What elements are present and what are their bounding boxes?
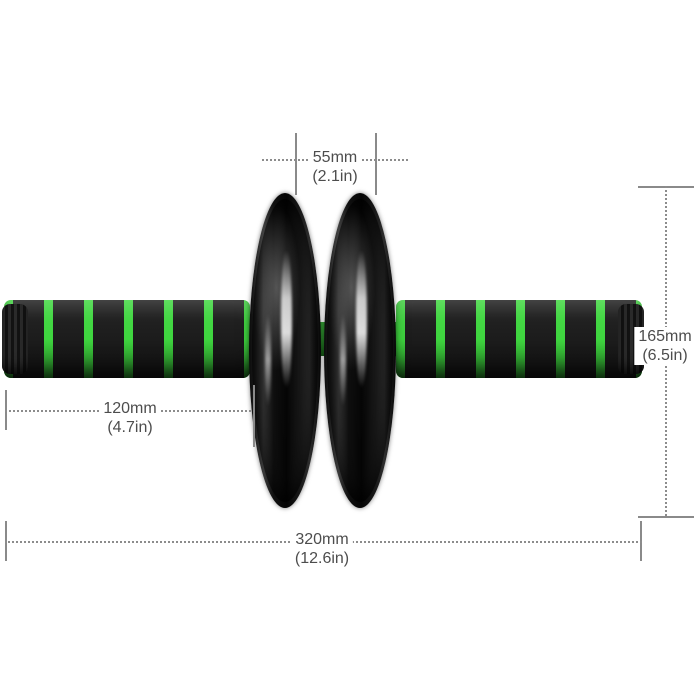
dim-tick-165mm-bottom — [638, 516, 694, 518]
dim-label-165mm: 165mm (6.5in) — [634, 327, 696, 365]
foam-grip-left — [4, 300, 250, 378]
dim-value-320mm-imperial: (12.6in) — [294, 550, 350, 567]
end-cap-left — [2, 304, 28, 374]
dim-value-165mm-metric: 165mm — [638, 328, 692, 345]
wheel-left-highlight-secondary — [264, 312, 272, 408]
wheel-right — [324, 193, 396, 508]
dim-value-320mm-metric: 320mm — [295, 531, 349, 548]
dim-label-55mm: 55mm (2.1in) — [308, 148, 362, 186]
dim-value-120mm-metric: 120mm — [103, 400, 157, 417]
dim-tick-120mm-right — [253, 385, 255, 447]
dim-value-120mm-imperial: (4.7in) — [107, 419, 153, 436]
dim-tick-55mm-right — [375, 133, 377, 195]
dim-value-55mm-metric: 55mm — [312, 149, 358, 166]
foam-grip-right — [396, 300, 642, 378]
dim-value-165mm-imperial: (6.5in) — [642, 347, 688, 364]
wheel-left-highlight — [281, 249, 292, 389]
dim-tick-55mm-left — [295, 133, 297, 195]
wheel-left — [249, 193, 321, 508]
wheel-right-highlight-secondary — [339, 312, 347, 408]
dim-value-55mm-imperial: (2.1in) — [312, 168, 358, 185]
wheel-right-highlight — [356, 249, 367, 389]
dim-label-120mm: 120mm (4.7in) — [99, 399, 161, 437]
handle-grip-left — [2, 300, 250, 378]
handle-grip-right — [396, 300, 644, 378]
dim-label-320mm: 320mm (12.6in) — [290, 530, 354, 568]
